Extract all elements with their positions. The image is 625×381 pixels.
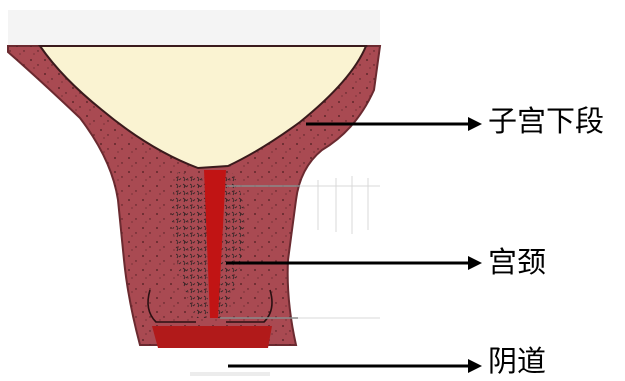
label-vagina: 阴道	[488, 344, 546, 378]
pointer-vagina	[228, 359, 482, 373]
top-band	[8, 10, 380, 46]
vaginal-fold	[152, 326, 272, 348]
label-cervix: 宫颈	[488, 245, 546, 279]
faint-guide-lines	[298, 176, 380, 318]
bottom-strip	[190, 372, 270, 376]
label-lower-uterine-segment: 子宫下段	[488, 104, 604, 138]
